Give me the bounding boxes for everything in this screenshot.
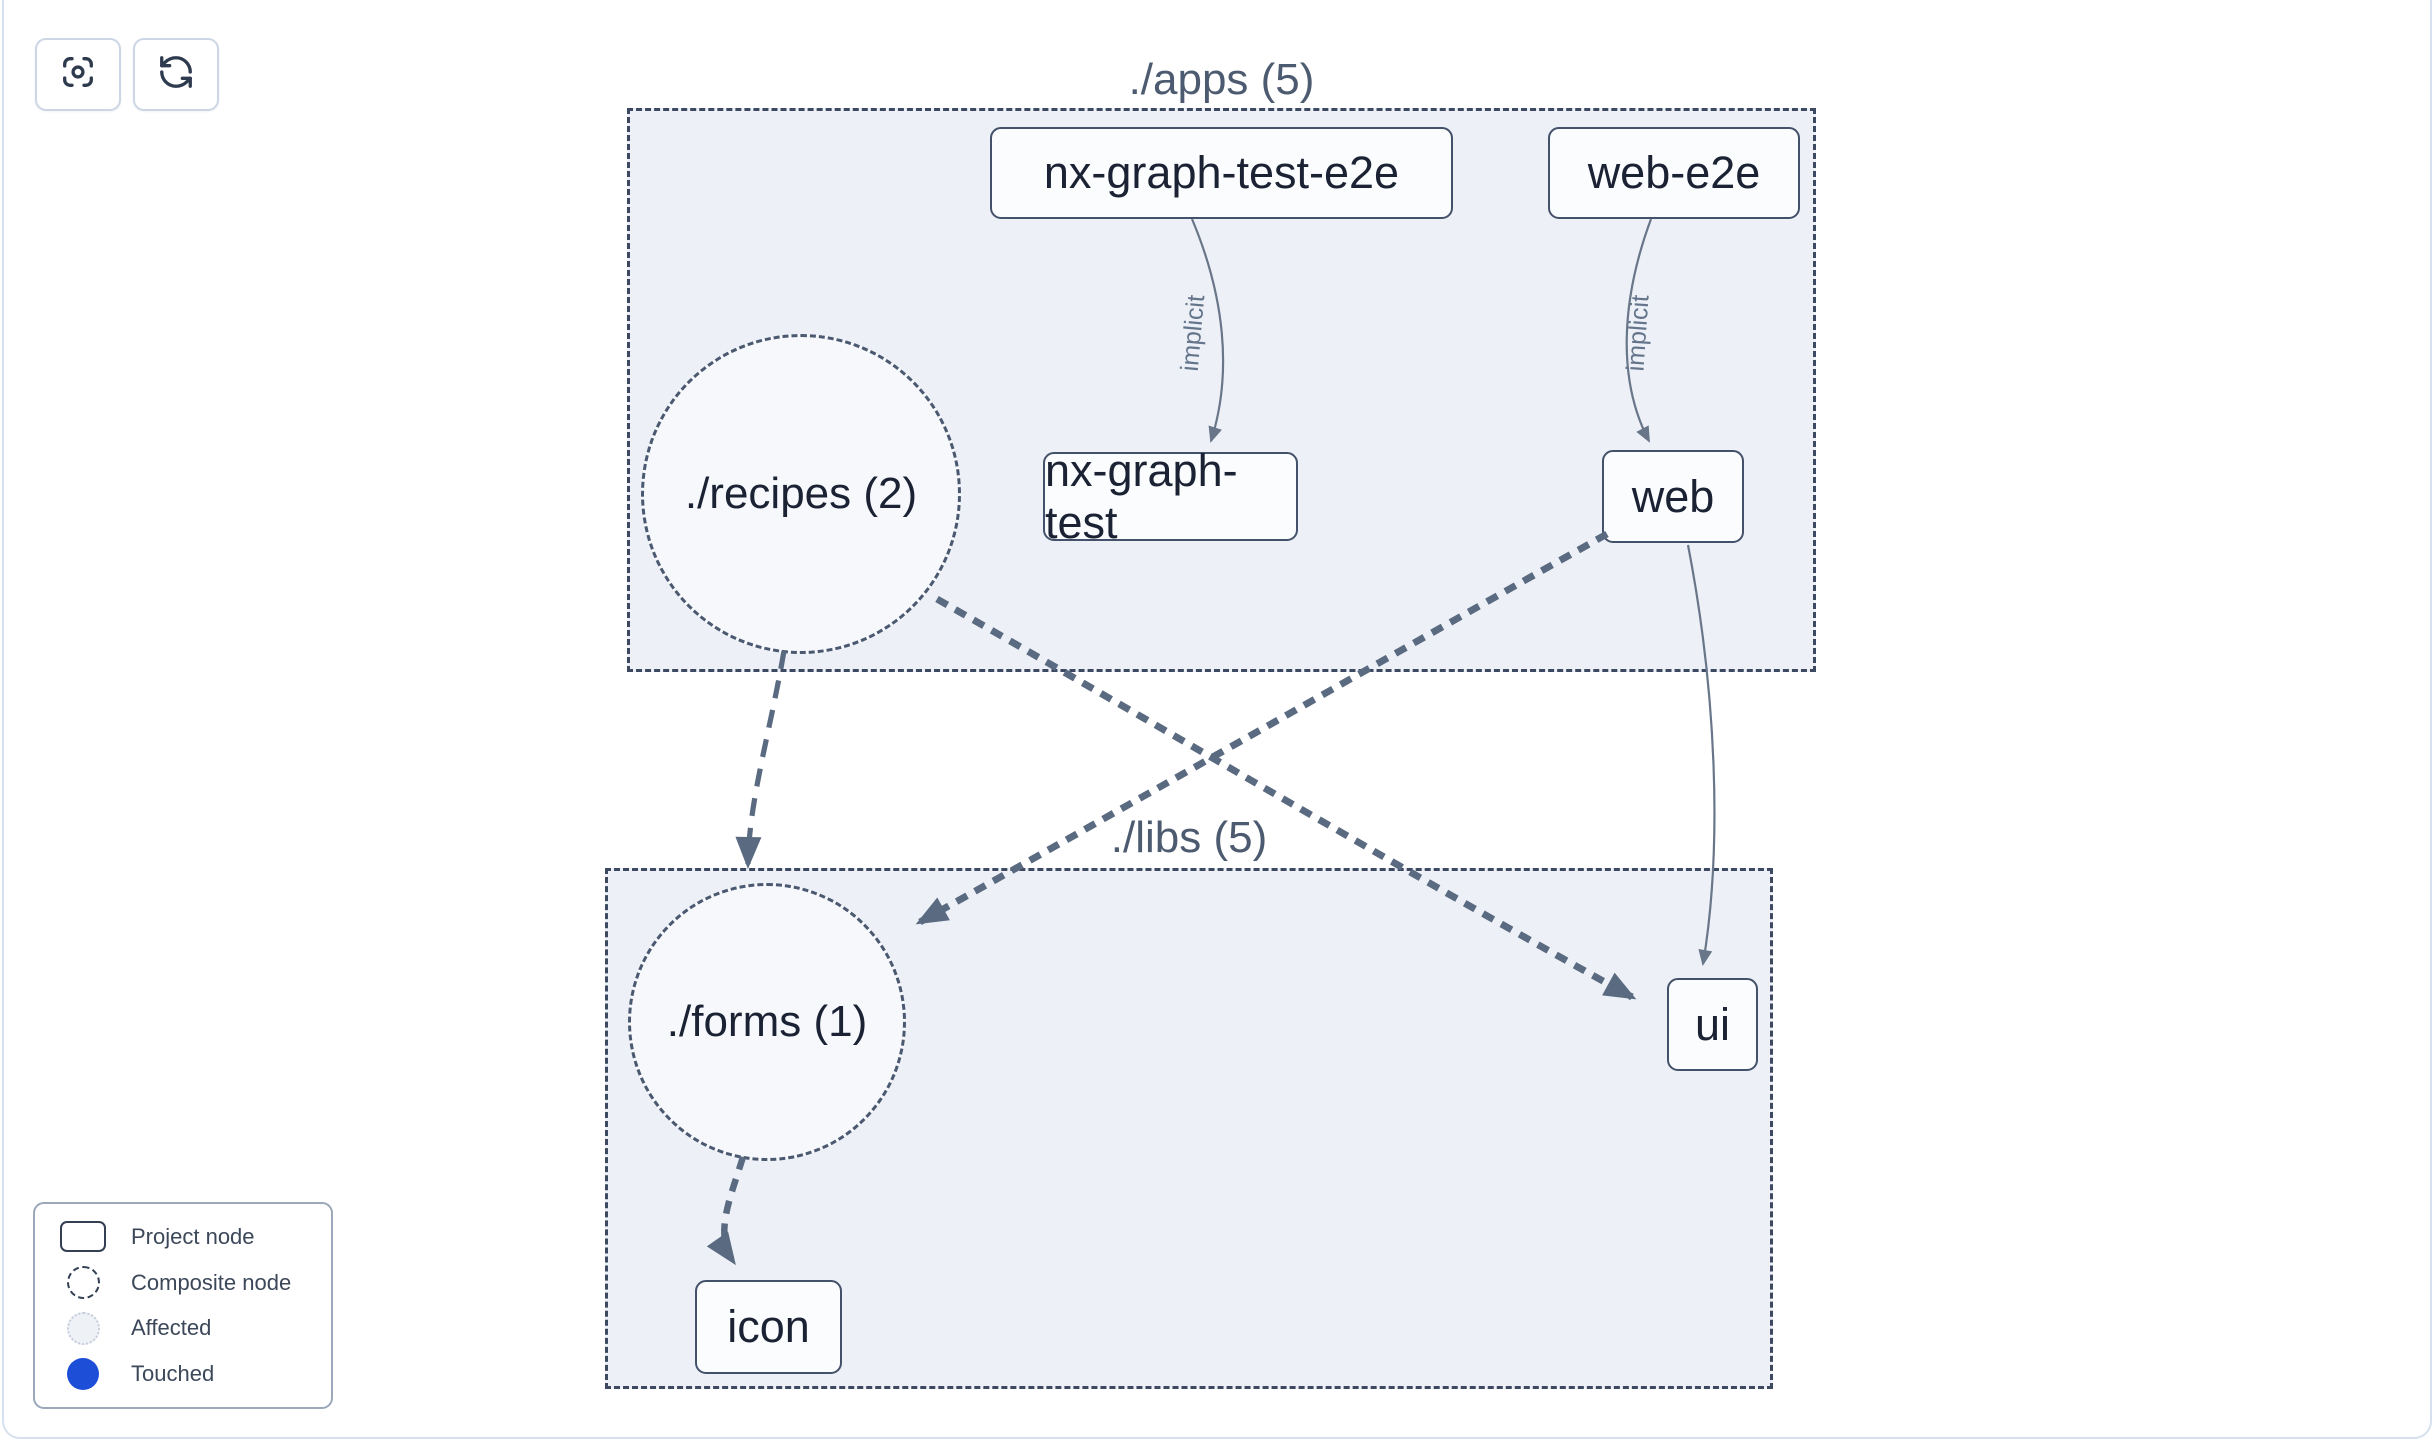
composite-node-recipes-label: ./recipes (2): [684, 469, 918, 518]
project-node-label: web: [1631, 470, 1715, 522]
project-node-label: ui: [1694, 998, 1731, 1050]
composite-node-forms-label: ./forms (1): [666, 997, 868, 1046]
project-node-label: nx-graph-test: [1045, 444, 1238, 548]
project-node-label: web-e2e: [1587, 147, 1761, 198]
composite-node-forms[interactable]: ./forms (1): [628, 883, 906, 1161]
legend-item-composite-node: Composite node: [35, 1261, 331, 1305]
focus-target-icon: [59, 53, 97, 96]
group-libs-label: ./libs (5): [1110, 813, 1268, 862]
project-node-label: icon: [727, 1301, 810, 1352]
legend-item-touched: Touched: [35, 1352, 331, 1396]
affected-swatch-icon: [66, 1311, 100, 1345]
project-node-ui[interactable]: ui: [1667, 978, 1758, 1071]
composite-node-recipes[interactable]: ./recipes (2): [641, 334, 961, 654]
touched-swatch-icon: [67, 1358, 99, 1391]
legend-label: Project node: [131, 1223, 255, 1249]
legend: Project node Composite node Affected Tou…: [33, 1202, 333, 1409]
project-node-icon[interactable]: icon: [695, 1280, 842, 1374]
project-node-nx-graph-test[interactable]: nx-graph-test: [1043, 445, 1298, 548]
legend-item-project-node: Project node: [35, 1215, 331, 1259]
legend-item-affected: Affected: [35, 1306, 331, 1350]
legend-label: Affected: [131, 1315, 212, 1341]
group-apps-label: ./apps (5): [1128, 55, 1315, 104]
project-node-swatch-icon: [60, 1221, 106, 1253]
refresh-icon: [157, 53, 195, 96]
zoom-to-fit-button[interactable]: [35, 38, 121, 111]
refresh-button[interactable]: [133, 38, 219, 111]
project-node-nx-graph-test-e2e[interactable]: nx-graph-test-e2e: [990, 127, 1453, 219]
composite-node-swatch-icon: [66, 1266, 100, 1300]
project-node-web[interactable]: web: [1602, 450, 1744, 543]
legend-label: Composite node: [131, 1269, 292, 1295]
project-node-web-e2e[interactable]: web-e2e: [1548, 127, 1800, 219]
legend-label: Touched: [131, 1361, 215, 1387]
project-node-label: nx-graph-test-e2e: [1043, 147, 1400, 198]
